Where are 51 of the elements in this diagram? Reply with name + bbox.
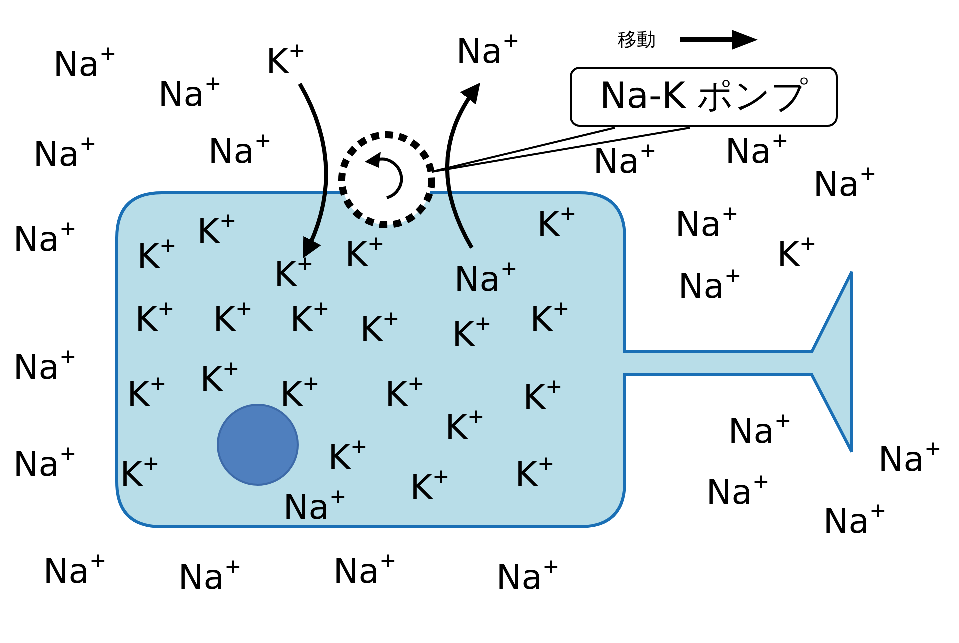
- ion-label: Na$^{+}$: [496, 561, 560, 595]
- ion-label: Na$^{+}$: [158, 78, 222, 112]
- ion-label: Na$^{+}$: [725, 135, 789, 169]
- ion-label: K$^{+}$: [135, 303, 175, 337]
- ion-label: K$^{+}$: [530, 303, 570, 337]
- ion-label: Na$^{+}$: [456, 35, 520, 69]
- ion-label: K$^{+}$: [345, 238, 385, 272]
- ion-label: K$^{+}$: [515, 458, 555, 492]
- arrow: [446, 82, 480, 249]
- ion-label: Na$^{+}$: [53, 48, 117, 82]
- ion-label: Na$^{+}$: [208, 135, 272, 169]
- ion-label: K$^{+}$: [523, 381, 563, 415]
- ion-label: Na$^{+}$: [43, 555, 107, 589]
- ion-label: Na$^{+}$: [333, 555, 397, 589]
- ion-label: K$^{+}$: [537, 208, 577, 242]
- ion-label: Na$^{+}$: [33, 138, 97, 172]
- ion-label: K$^{+}$: [213, 303, 253, 337]
- ion-label: Na$^{+}$: [675, 208, 739, 242]
- ion-label: Na$^{+}$: [728, 415, 792, 449]
- callout-box: Na-K ポンプ: [570, 67, 838, 127]
- ion-label: K$^{+}$: [385, 378, 425, 412]
- ion-label: K$^{+}$: [200, 363, 240, 397]
- arrow: [298, 83, 328, 259]
- ion-label: K$^{+}$: [328, 441, 368, 475]
- ion-label: K$^{+}$: [137, 240, 177, 274]
- ion-label: K$^{+}$: [452, 318, 492, 352]
- ion-label: Na$^{+}$: [13, 223, 77, 257]
- ion-label: K$^{+}$: [127, 378, 167, 412]
- ion-label: K$^{+}$: [120, 458, 160, 492]
- ion-label: Na$^{+}$: [678, 270, 742, 304]
- ion-label: K$^{+}$: [360, 313, 400, 347]
- ion-label: Na$^{+}$: [283, 491, 347, 525]
- ion-label: K$^{+}$: [266, 45, 306, 79]
- ion-label: Na$^{+}$: [593, 145, 657, 179]
- ion-label: Na$^{+}$: [706, 476, 770, 510]
- ion-label: Na$^{+}$: [178, 561, 242, 595]
- ion-label: K$^{+}$: [274, 258, 314, 292]
- ion-label: Na$^{+}$: [13, 351, 77, 385]
- ion-label: K$^{+}$: [197, 215, 237, 249]
- ion-label: Na$^{+}$: [13, 448, 77, 482]
- ion-label: Na$^{+}$: [878, 443, 942, 477]
- ion-label: K$^{+}$: [445, 411, 485, 445]
- legend-label: 移動: [618, 28, 656, 52]
- ion-label: K$^{+}$: [290, 303, 330, 337]
- ion-label: K$^{+}$: [280, 378, 320, 412]
- ion-label: Na$^{+}$: [813, 168, 877, 202]
- ion-label: Na$^{+}$: [454, 263, 518, 297]
- leader-line: [432, 127, 616, 173]
- ion-label: Na$^{+}$: [823, 505, 887, 539]
- ion-label: K$^{+}$: [410, 471, 450, 505]
- ion-label: K$^{+}$: [777, 238, 817, 272]
